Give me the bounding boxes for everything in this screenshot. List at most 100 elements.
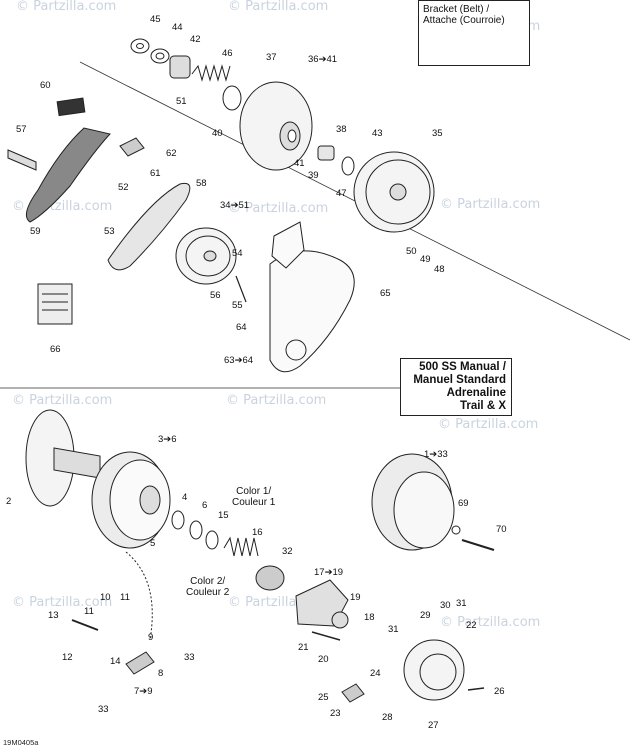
callout-50: 13	[48, 610, 59, 621]
label-decal-60	[56, 97, 86, 117]
callout-27: 65	[380, 288, 391, 299]
callout-8: 40	[212, 128, 223, 139]
callout-54: 8	[158, 668, 163, 679]
callout-61: 29	[420, 610, 431, 621]
callout-15: 39	[308, 170, 319, 181]
callout-40: 16	[252, 527, 263, 538]
watermark-4: © Partzilla.com	[228, 201, 328, 216]
watermark-5: © Partzilla.com	[440, 197, 540, 212]
callout-59: 20	[318, 654, 329, 665]
callout-31: 66	[50, 344, 61, 355]
sheave-36	[239, 81, 313, 171]
callout-65: 25	[318, 692, 329, 703]
callout-30: 64	[236, 322, 247, 333]
belt-60	[25, 127, 111, 223]
callout-16: 47	[336, 188, 347, 199]
callout-4: 37	[266, 52, 277, 63]
callout-57: 33	[98, 704, 109, 715]
callout-22: 59	[30, 226, 41, 237]
callout-20: 34➔51	[220, 200, 249, 211]
watermark-11: © Partzilla.com	[440, 615, 540, 630]
callout-33: 3➔6	[158, 434, 177, 445]
watermark-6: © Partzilla.com	[12, 393, 112, 408]
decal-66	[37, 283, 73, 325]
washer-47	[341, 156, 355, 176]
callout-28: 56	[210, 290, 221, 301]
lower-assembly	[25, 409, 495, 703]
callout-36: 4	[182, 492, 187, 503]
callout-52: 9	[148, 632, 153, 643]
bushing-39	[317, 145, 335, 161]
bolt-70	[461, 539, 495, 551]
callout-10: 43	[372, 128, 383, 139]
callout-25: 48	[434, 264, 445, 275]
diagram-code: 19M0405a	[3, 738, 39, 747]
watermark-1: © Partzilla.com	[228, 0, 328, 14]
callout-63: 30	[440, 600, 451, 611]
callout-70: 24	[370, 668, 381, 679]
callout-58: 21	[298, 642, 309, 653]
washer-4	[171, 510, 185, 530]
callout-46: 18	[364, 612, 375, 623]
lever-8	[125, 651, 155, 675]
washer-6	[189, 520, 203, 540]
washer-44	[150, 48, 170, 64]
callout-41: 69	[458, 498, 469, 509]
model-line-1: 500 SS Manual /	[419, 361, 506, 373]
callout-2: 42	[190, 34, 201, 45]
callout-0: 45	[150, 14, 161, 25]
callout-6: 60	[40, 80, 51, 91]
callout-13: 62	[166, 148, 177, 159]
washer-45	[130, 38, 150, 54]
color-label-2: Color 2/ Couleur 2	[186, 576, 230, 598]
callout-26: 54	[232, 248, 243, 259]
governor-cup-22	[403, 639, 465, 701]
callout-53: 7➔9	[134, 686, 153, 697]
bracket-title-line1: Bracket (Belt) /	[423, 4, 490, 15]
callout-35: 2	[6, 496, 11, 507]
callout-55: 33	[184, 652, 195, 663]
cover-plate-65	[271, 221, 305, 269]
bushing-18	[331, 611, 349, 629]
callout-32: 63➔64	[224, 355, 253, 366]
callout-3: 46	[222, 48, 233, 59]
callout-42: 70	[496, 524, 507, 535]
callout-34: 1➔33	[424, 449, 448, 460]
model-line-4: Trail & X	[459, 400, 506, 412]
spring-46	[191, 64, 231, 82]
callout-12: 57	[16, 124, 27, 135]
belt-58	[107, 182, 191, 271]
callout-66: 23	[330, 708, 341, 719]
callout-64: 22	[466, 620, 477, 631]
callout-18: 52	[118, 182, 129, 193]
watermark-8: © Partzilla.com	[438, 417, 538, 432]
callout-51: 12	[62, 652, 73, 663]
callout-17: 61	[150, 168, 161, 179]
color-label-1: Color 1/ Couleur 1	[232, 486, 276, 508]
callout-38: 15	[218, 510, 229, 521]
callout-60: 31	[388, 624, 399, 635]
bracket-title-line2: Attache (Courroie)	[423, 15, 505, 26]
callout-37: 6	[202, 500, 207, 511]
bracket-61	[119, 137, 145, 157]
watermark-0: © Partzilla.com	[16, 0, 116, 14]
model-line-3: Adrenaline	[446, 387, 506, 399]
callout-23: 50	[406, 246, 417, 257]
callout-9: 38	[336, 124, 347, 135]
callout-29: 55	[232, 300, 243, 311]
callout-39: 5	[150, 538, 155, 549]
callout-19: 58	[196, 178, 207, 189]
roller-42	[169, 55, 191, 79]
model-line-2: Manuel Standard	[413, 374, 506, 386]
callout-47: 10	[100, 592, 111, 603]
callout-11: 35	[432, 128, 443, 139]
callout-7: 51	[176, 96, 187, 107]
callout-68: 27	[428, 720, 439, 731]
callout-62: 31	[456, 598, 467, 609]
callout-69: 26	[494, 686, 505, 697]
callout-44: 17➔19	[314, 567, 343, 578]
cover-32	[255, 565, 285, 591]
upper-assembly	[7, 33, 497, 373]
